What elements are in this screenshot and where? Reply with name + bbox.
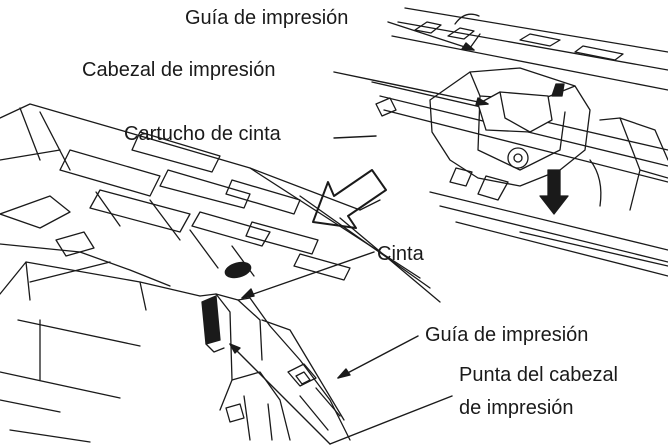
printer-overview-drawing xyxy=(371,7,668,277)
zoom-direction-arrow xyxy=(312,169,387,229)
print-head-tip-label-line1: Punta del cabezal xyxy=(459,364,619,386)
print-head-label: Cabezal de impresión xyxy=(82,59,276,81)
print-guide-label-top: Guía de impresión xyxy=(185,7,349,29)
ribbon-label: Cinta xyxy=(377,243,424,265)
ribbon-cartridge-label: Cartucho de cinta xyxy=(124,123,281,145)
printer-detail-drawing xyxy=(0,103,441,443)
print-head-tip-label-line2: de impresión xyxy=(459,397,574,419)
callout-leaders xyxy=(229,21,489,445)
print-guide-label-bottom: Guía de impresión xyxy=(425,324,589,346)
